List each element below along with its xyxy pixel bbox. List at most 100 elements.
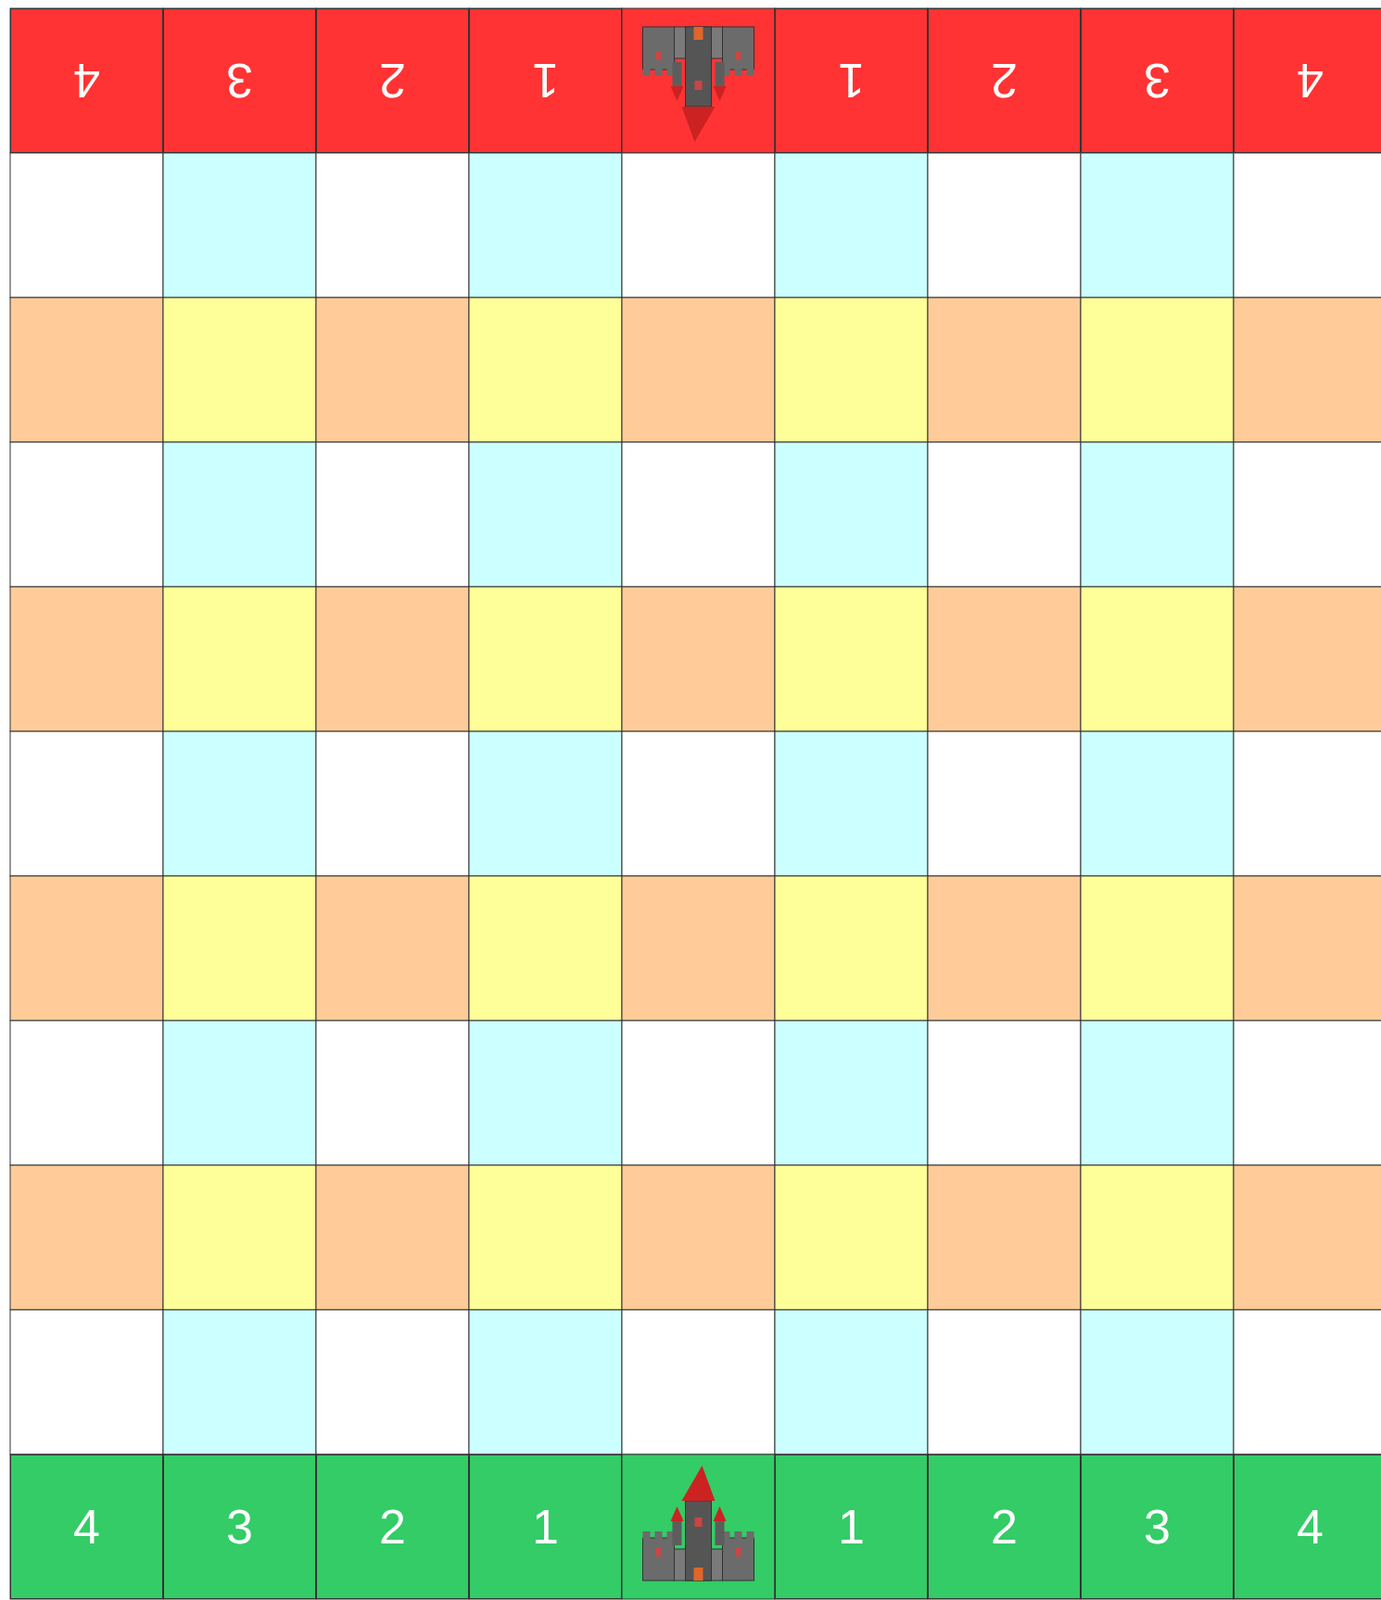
board-cell — [10, 297, 164, 443]
cell-number: 2 — [379, 1502, 406, 1551]
board-cell — [1080, 152, 1234, 298]
green-start-cell: 2 — [927, 1454, 1081, 1599]
board-cell — [10, 875, 164, 1021]
board-cell — [468, 152, 622, 298]
board-cell — [927, 586, 1081, 732]
board-cell — [1233, 8, 1381, 153]
board-cell — [316, 8, 469, 153]
board-cell — [774, 1309, 928, 1455]
board-cell — [10, 1020, 164, 1166]
board-cell — [316, 152, 469, 298]
board-cell — [316, 1309, 469, 1455]
red-start-cell: 1 — [774, 8, 928, 153]
board-cell — [927, 8, 1081, 153]
board-cell — [1233, 875, 1381, 1021]
board-cell — [621, 152, 775, 298]
cell-number: 4 — [73, 56, 101, 105]
board-cell — [316, 731, 469, 876]
board-cell — [468, 1454, 622, 1599]
board-cell — [927, 875, 1081, 1021]
board-cell — [1233, 1454, 1381, 1599]
board-cell — [1080, 8, 1234, 153]
board-cell — [621, 1020, 775, 1166]
red-start-cell: 4 — [1233, 8, 1381, 153]
cell-number: 3 — [226, 1502, 254, 1551]
cell-number: 2 — [379, 56, 406, 105]
board-cell — [10, 586, 164, 732]
board-cell — [10, 152, 164, 298]
red-start-cell: 2 — [927, 8, 1081, 153]
board-cell — [468, 8, 622, 153]
red-start-cell: 3 — [163, 8, 317, 153]
cell-number: 1 — [837, 56, 865, 105]
board-cell — [621, 586, 775, 732]
board-cell — [927, 1165, 1081, 1310]
board-cell — [927, 731, 1081, 876]
board-cell — [163, 152, 317, 298]
board-cell — [468, 586, 622, 732]
board-cell — [621, 731, 775, 876]
green-start-cell: 2 — [316, 1454, 469, 1599]
board-cell — [927, 1454, 1081, 1599]
board-cell — [10, 442, 164, 587]
board-cell — [927, 152, 1081, 298]
board-cell — [1233, 1020, 1381, 1166]
board-cell — [468, 1020, 622, 1166]
board-cell — [1233, 731, 1381, 876]
cell-number: 1 — [532, 1502, 559, 1551]
board-cell — [774, 731, 928, 876]
cell-number: 4 — [1296, 56, 1324, 105]
board-cell — [1080, 1020, 1234, 1166]
cell-number: 1 — [837, 1502, 865, 1551]
board-cell — [1080, 875, 1234, 1021]
board-cell — [468, 442, 622, 587]
board-cell — [316, 1454, 469, 1599]
board-cell — [316, 1020, 469, 1166]
board-cell — [774, 875, 928, 1021]
board-cell — [1080, 1454, 1234, 1599]
board-cell — [621, 875, 775, 1021]
board-cell — [1233, 297, 1381, 443]
green-start-cell: 1 — [774, 1454, 928, 1599]
board-cell — [163, 731, 317, 876]
board-cell — [163, 1309, 317, 1455]
board-cell — [468, 297, 622, 443]
board-cell — [621, 297, 775, 443]
board-cell — [774, 297, 928, 443]
board-cell — [1233, 442, 1381, 587]
cell-number: 1 — [532, 56, 559, 105]
board-cell — [10, 1165, 164, 1310]
board-cell — [621, 8, 775, 153]
red-start-cell: 3 — [1080, 8, 1234, 153]
board-cell — [621, 1454, 775, 1599]
board-cell — [163, 1020, 317, 1166]
board-cell — [163, 586, 317, 732]
board-cell — [10, 1454, 164, 1599]
board-cell — [1080, 297, 1234, 443]
board-cell — [774, 586, 928, 732]
board-cell — [927, 1020, 1081, 1166]
board-cell — [163, 875, 317, 1021]
board-cell — [1080, 586, 1234, 732]
green-start-cell: 4 — [1233, 1454, 1381, 1599]
cell-number: 4 — [1296, 1502, 1324, 1551]
board-cell — [1080, 442, 1234, 587]
green-start-cell: 4 — [10, 1454, 164, 1599]
board-cell — [621, 442, 775, 587]
board-cell — [468, 1309, 622, 1455]
board-cell — [621, 1165, 775, 1310]
cell-number: 4 — [73, 1502, 101, 1551]
board-cells — [10, 8, 1381, 1599]
board-cell — [10, 8, 164, 153]
board-cell — [774, 1165, 928, 1310]
board-cell — [468, 875, 622, 1021]
board-cell — [774, 1454, 928, 1599]
board-cell — [163, 1165, 317, 1310]
board-cell — [316, 1165, 469, 1310]
board-cell — [1233, 586, 1381, 732]
board-cell — [1233, 152, 1381, 298]
board-cell — [774, 152, 928, 298]
board-cell — [927, 297, 1081, 443]
